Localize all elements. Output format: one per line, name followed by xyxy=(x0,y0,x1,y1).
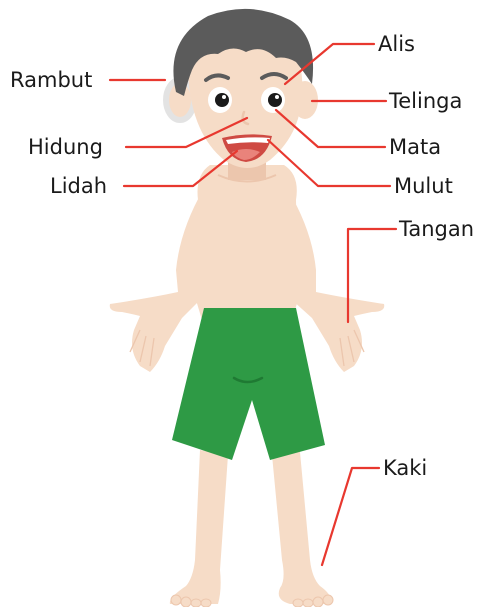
label-tangan: Tangan xyxy=(399,217,474,241)
label-alis: Alis xyxy=(378,32,415,56)
label-rambut: Rambut xyxy=(10,68,92,92)
label-mulut: Mulut xyxy=(394,174,453,198)
torso xyxy=(196,165,298,320)
shorts xyxy=(172,308,325,460)
legs xyxy=(170,450,333,607)
label-lidah: Lidah xyxy=(50,174,107,198)
label-kaki: Kaki xyxy=(383,456,427,480)
label-mata: Mata xyxy=(389,135,441,159)
label-hidung: Hidung xyxy=(28,135,103,159)
label-telinga: Telinga xyxy=(389,89,462,113)
